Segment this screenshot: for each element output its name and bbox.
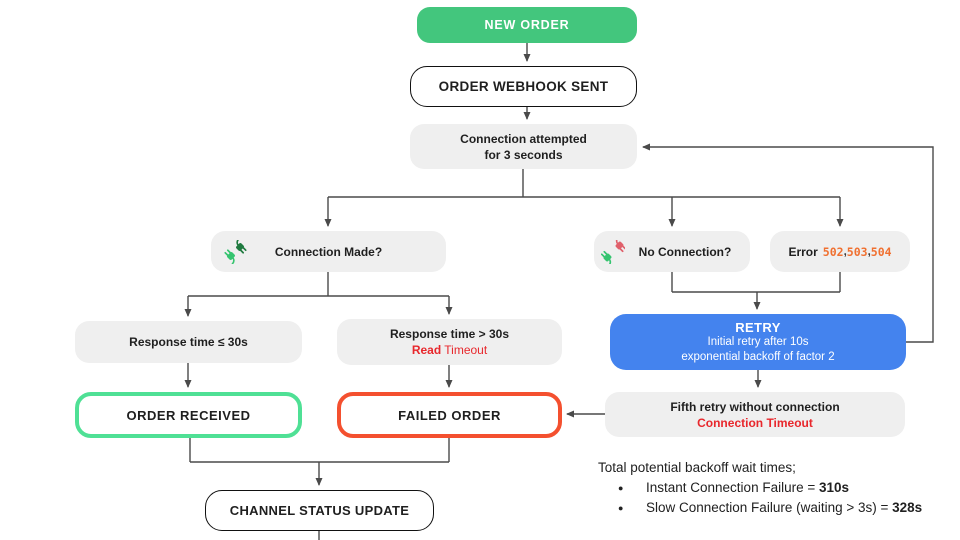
error-code-503: 503: [846, 244, 868, 259]
plug-disconnected-icon: [601, 239, 625, 264]
backoff-note-slow-text: Slow Connection Failure (waiting > 3s) =…: [646, 498, 922, 518]
bullet-icon: ●: [618, 483, 624, 493]
backoff-note-slow: ● Slow Connection Failure (waiting > 3s)…: [598, 498, 950, 518]
node-channel-status-update: CHANNEL STATUS UPDATE: [205, 490, 434, 531]
new-order-label: NEW ORDER: [484, 18, 570, 32]
node-response-slow: Response time > 30s Read Timeout: [337, 319, 562, 365]
note-text: Instant Connection Failure =: [646, 480, 819, 495]
read-timeout-bold: Read: [411, 343, 442, 357]
error-label: Error: [788, 244, 818, 259]
backoff-note-instant: ● Instant Connection Failure = 310s: [598, 478, 950, 498]
note-text: Slow Connection Failure (waiting > 3s) =: [646, 500, 893, 515]
error-code-504: 504: [870, 244, 892, 259]
error-code-502: 502: [822, 244, 844, 259]
backoff-note-instant-text: Instant Connection Failure = 310s: [646, 478, 849, 498]
response-slow-line1: Response time > 30s: [389, 327, 510, 341]
node-retry: RETRY Initial retry after 10s exponentia…: [610, 314, 906, 370]
fifth-retry-line1: Fifth retry without connection: [670, 399, 840, 414]
connector-retry-loop: [642, 143, 934, 343]
order-received-label: ORDER RECEIVED: [126, 407, 251, 423]
bullet-icon: ●: [618, 503, 624, 513]
node-error-codes: Error 502,503,504: [770, 231, 910, 272]
retry-title: RETRY: [735, 319, 781, 335]
comma: ,: [867, 245, 871, 258]
response-slow-line2: Read Timeout: [412, 342, 487, 358]
node-connection-made: Connection Made?: [211, 231, 446, 272]
node-failed-order: FAILED ORDER: [337, 392, 562, 438]
retry-line1: Initial retry after 10s: [707, 335, 809, 348]
node-order-webhook-sent: ORDER WEBHOOK SENT: [410, 66, 637, 107]
connection-timeout-label: Connection Timeout: [697, 415, 813, 430]
connection-attempted-line2: for 3 seconds: [484, 147, 563, 162]
backoff-notes: Total potential backoff wait times; ● In…: [598, 458, 950, 518]
node-order-received: ORDER RECEIVED: [75, 392, 302, 438]
comma: ,: [843, 245, 847, 258]
plug-connected-icon: [224, 239, 247, 264]
read-timeout-rest: Timeout: [441, 343, 488, 357]
node-no-connection: No Connection?: [594, 231, 750, 272]
note-value: 310s: [818, 480, 850, 495]
node-response-ok: Response time ≤ 30s: [75, 321, 302, 363]
response-ok-label: Response time ≤ 30s: [129, 335, 248, 349]
note-value: 328s: [892, 500, 923, 515]
node-connection-attempted: Connection attempted for 3 seconds: [410, 124, 637, 169]
webhook-sent-label: ORDER WEBHOOK SENT: [438, 79, 609, 94]
retry-line2: exponential backoff of factor 2: [681, 350, 835, 363]
channel-status-label: CHANNEL STATUS UPDATE: [229, 503, 410, 518]
backoff-notes-title: Total potential backoff wait times;: [598, 460, 796, 475]
node-fifth-retry: Fifth retry without connection Connectio…: [605, 392, 905, 437]
no-connection-label: No Connection?: [638, 244, 732, 259]
failed-order-label: FAILED ORDER: [398, 407, 501, 423]
connection-attempted-line1: Connection attempted: [460, 131, 587, 146]
connection-made-label: Connection Made?: [274, 244, 383, 259]
node-new-order: NEW ORDER: [417, 7, 637, 43]
